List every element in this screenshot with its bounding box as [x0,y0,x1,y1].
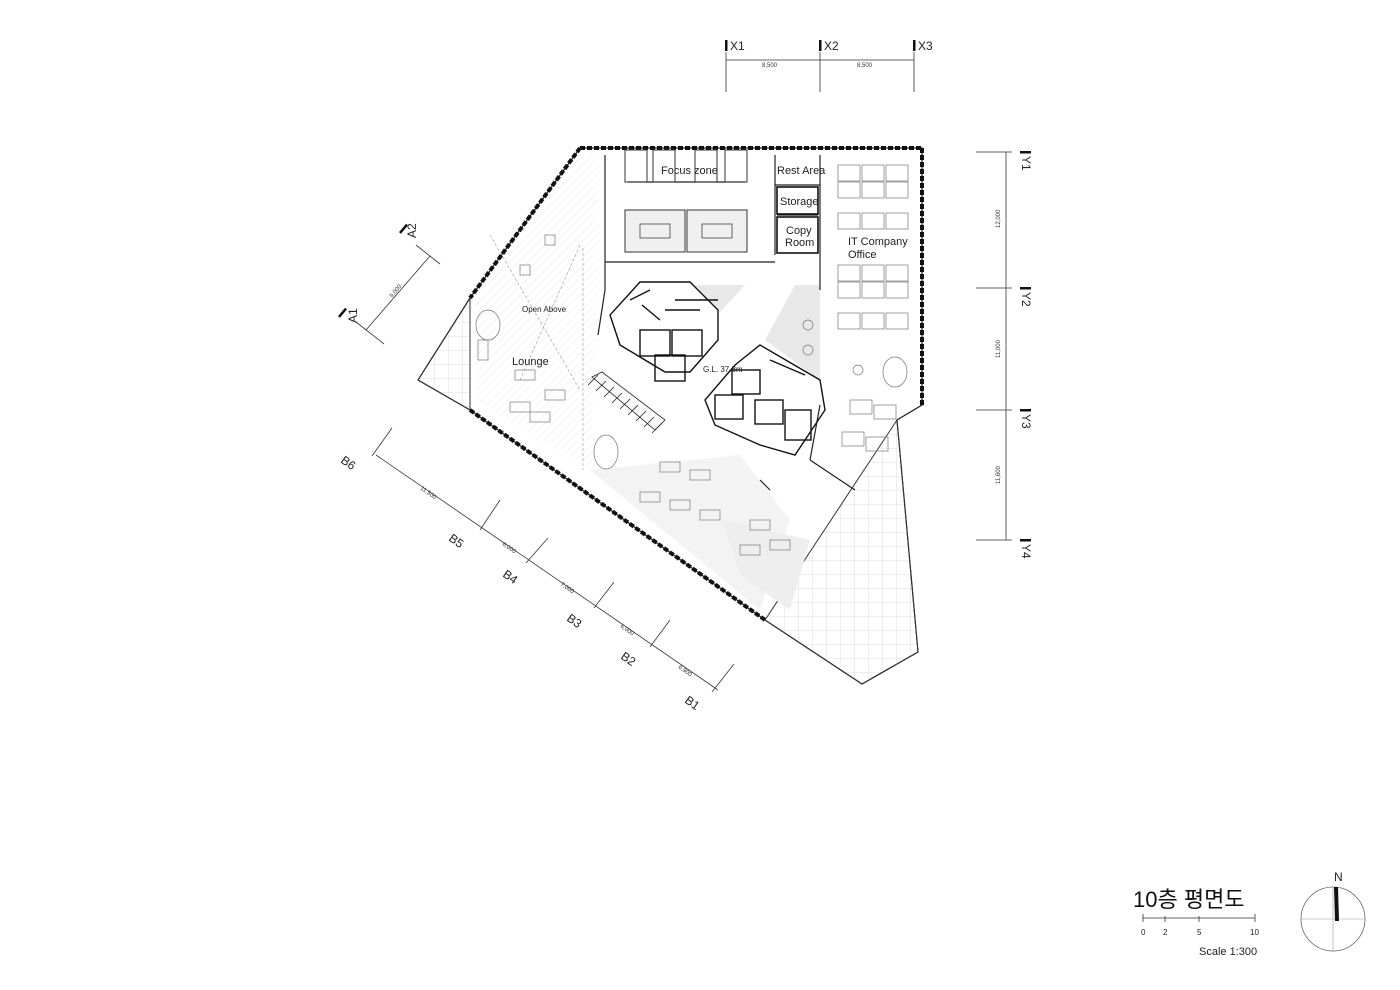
label-open-above: Open Above [522,305,567,314]
label-rest-area: Rest Area [777,165,826,177]
label-storage: Storage [780,196,819,208]
north-label: N [1334,870,1343,884]
label-copy-room-line2: Room [785,237,814,249]
label-focus-zone: Focus zone [661,165,718,177]
grid-a: A1 A2 9,000 [338,223,441,345]
title-block: 10층 평면도 0 2 5 10 Scale 1:300 [1133,887,1259,958]
grid-label-x3: X3 [918,39,933,53]
dim-b3: 7,000 [559,582,575,596]
label-ground-level: G.L. 37.8m [703,365,743,374]
scale-label: Scale 1:300 [1199,946,1257,958]
dim-b4: 6,000 [619,624,635,638]
label-copy-room-line1: Copy [786,225,812,237]
scale-tick-5: 5 [1197,928,1202,937]
scale-tick-10: 10 [1250,928,1259,937]
dim-x2: 8,500 [857,63,873,69]
meeting-rooms [624,209,748,253]
dim-y1: 12,000 [996,209,1002,228]
open-above-lines [489,234,584,470]
grid-label-b6: B6 [338,453,358,473]
dim-b1: 11,500 [419,486,438,502]
core-east [704,344,826,456]
dim-b5: 6,900 [677,665,693,679]
grid-label-y1: Y1 [1019,156,1033,171]
grid-y: Y1 Y2 Y3 Y4 12,000 11,000 11,600 [976,151,1033,559]
grid-label-b1: B1 [682,693,702,713]
furniture [475,164,909,556]
grid-label-b5: B5 [446,531,466,551]
terrace-east [764,418,919,685]
core-west [609,281,719,382]
terrace-west [417,296,471,411]
north-arrow-icon: N [1300,870,1366,952]
grid-label-x1: X1 [730,39,745,53]
grid-label-x2: X2 [824,39,839,53]
label-lounge: Lounge [512,356,549,368]
focus-booths [624,149,748,183]
dim-y2: 11,000 [996,339,1002,358]
label-it-office-line1: IT Company [848,236,908,248]
room-labels: Focus zone Rest Area Storage Copy Room I… [512,165,908,374]
grid-x: X1 X2 X3 8,500 8,500 [725,39,933,92]
label-it-office-line2: Office [848,249,877,261]
grid-label-y2: Y2 [1019,292,1033,307]
scale-tick-2: 2 [1163,928,1168,937]
grid-label-y4: Y4 [1019,544,1033,559]
dim-y3: 11,600 [996,465,1002,484]
grid-label-b2: B2 [618,649,638,669]
scale-tick-0: 0 [1141,928,1146,937]
dim-x1: 8,500 [762,63,778,69]
grid-label-b4: B4 [500,567,520,587]
grid-label-y3: Y3 [1019,414,1033,429]
grid-label-a1: A1 [346,308,360,323]
dim-b2: 6,000 [501,542,517,556]
grid-label-b3: B3 [564,611,584,631]
grid-label-a2: A2 [405,223,419,238]
drawing-title: 10층 평면도 [1133,887,1245,912]
dim-a1: 9,000 [389,283,404,299]
grand-stair [587,371,666,434]
service-rooms [776,186,819,254]
